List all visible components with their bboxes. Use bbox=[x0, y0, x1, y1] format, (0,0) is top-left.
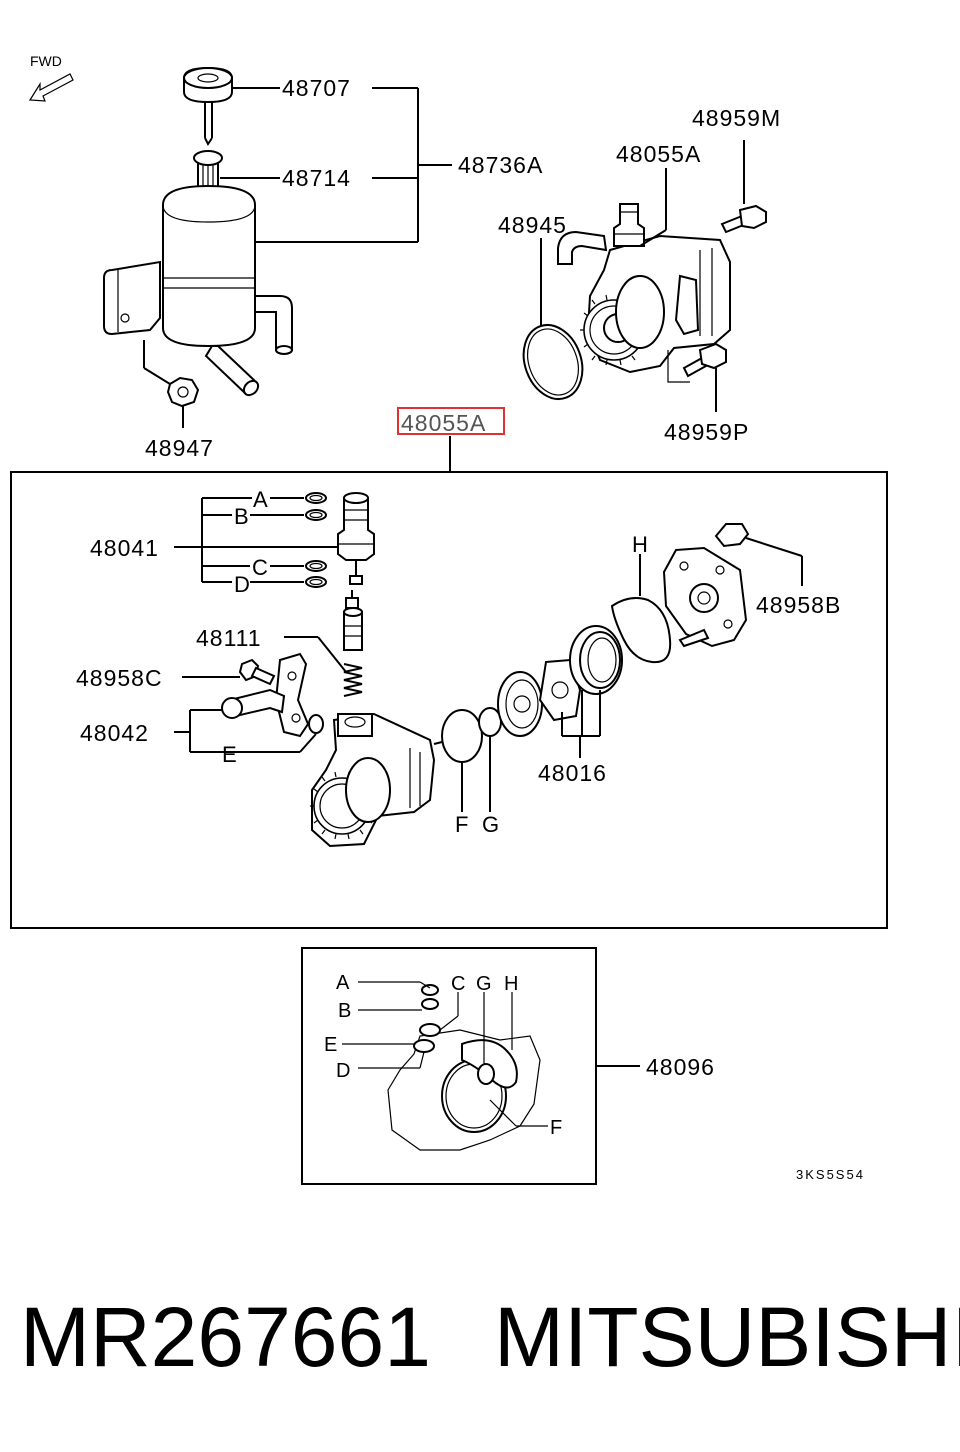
pump-body-icon bbox=[310, 712, 458, 848]
label-e: E bbox=[222, 742, 237, 767]
label-d: D bbox=[234, 572, 250, 597]
seal-c-icon bbox=[305, 560, 327, 572]
seal-kit-bracket bbox=[174, 492, 340, 588]
seal-e-icon bbox=[308, 714, 324, 734]
pump-gear-icon bbox=[580, 275, 665, 366]
label-48947: 48947 bbox=[145, 435, 214, 461]
exploded-view-frame bbox=[10, 471, 888, 929]
side-plate-icon bbox=[497, 671, 543, 737]
bolt-48958c-icon bbox=[238, 658, 276, 686]
label-48958b: 48958B bbox=[756, 592, 841, 618]
label-48041: 48041 bbox=[90, 535, 159, 561]
label-c: C bbox=[252, 555, 268, 580]
label-48945: 48945 bbox=[498, 212, 567, 238]
inset-label-e: E bbox=[324, 1034, 337, 1056]
fwd-label: FWD bbox=[30, 53, 62, 69]
label-a: A bbox=[253, 487, 268, 512]
reservoir-nut-icon bbox=[143, 340, 200, 428]
label-f: F bbox=[455, 812, 468, 837]
pump-assembly-top bbox=[522, 140, 767, 412]
union-fitting-icon bbox=[337, 492, 375, 585]
label-48959p: 48959P bbox=[664, 419, 749, 445]
seal-kit-inset bbox=[342, 981, 548, 1151]
inset-label-d: D bbox=[336, 1060, 350, 1082]
bolt-48959p-icon bbox=[682, 342, 727, 412]
inset-label-c: C bbox=[451, 973, 465, 995]
label-48096: 48096 bbox=[646, 1054, 715, 1080]
label-g: G bbox=[482, 812, 499, 837]
seal-f-icon bbox=[441, 709, 483, 763]
flow-control-valve-icon bbox=[343, 590, 363, 651]
pump-cartridge-icon bbox=[538, 625, 623, 722]
bolt-48959m-icon bbox=[720, 140, 767, 234]
inset-label-b: B bbox=[338, 1000, 351, 1022]
fwd-indicator: FWD bbox=[28, 53, 74, 102]
label-48016: 48016 bbox=[538, 760, 607, 786]
label-48055a-highlight: 48055A bbox=[401, 410, 486, 436]
label-48736a: 48736A bbox=[458, 152, 543, 178]
highlight-box bbox=[397, 407, 505, 435]
seal-d-icon bbox=[305, 576, 327, 588]
inset-label-h: H bbox=[504, 973, 518, 995]
seal-a-icon bbox=[305, 492, 327, 504]
reservoir-cap-icon bbox=[183, 66, 233, 146]
inset-label-a: A bbox=[336, 972, 350, 994]
label-48958c: 48958C bbox=[76, 665, 163, 691]
label-48055a-top: 48055A bbox=[616, 141, 701, 167]
fwd-arrow-icon bbox=[28, 73, 74, 102]
label-48111: 48111 bbox=[196, 625, 262, 651]
inset-label-f: F bbox=[550, 1117, 562, 1139]
suction-pipe-icon bbox=[221, 652, 324, 738]
label-48707: 48707 bbox=[282, 75, 351, 101]
label-48959m: 48959M bbox=[692, 105, 781, 131]
diagram-code: 3KS5S54 bbox=[796, 1167, 865, 1182]
label-b: B bbox=[234, 504, 249, 529]
valve-spring-icon bbox=[343, 663, 363, 697]
label-48714: 48714 bbox=[282, 165, 351, 191]
rear-cover-icon bbox=[662, 546, 748, 648]
seal-h-icon bbox=[610, 597, 672, 664]
inset-label-g: G bbox=[476, 973, 492, 995]
bolt-48958b-icon bbox=[714, 523, 803, 586]
reservoir-assembly bbox=[103, 66, 452, 428]
seal-b-icon bbox=[305, 509, 327, 521]
label-h: H bbox=[632, 532, 648, 557]
label-48042: 48042 bbox=[80, 720, 149, 746]
brand-name: MITSUBISHI bbox=[494, 1290, 960, 1384]
o-ring-icon bbox=[522, 324, 584, 400]
part-number: MR267661 bbox=[20, 1290, 431, 1384]
reservoir-tank-icon bbox=[103, 184, 293, 397]
